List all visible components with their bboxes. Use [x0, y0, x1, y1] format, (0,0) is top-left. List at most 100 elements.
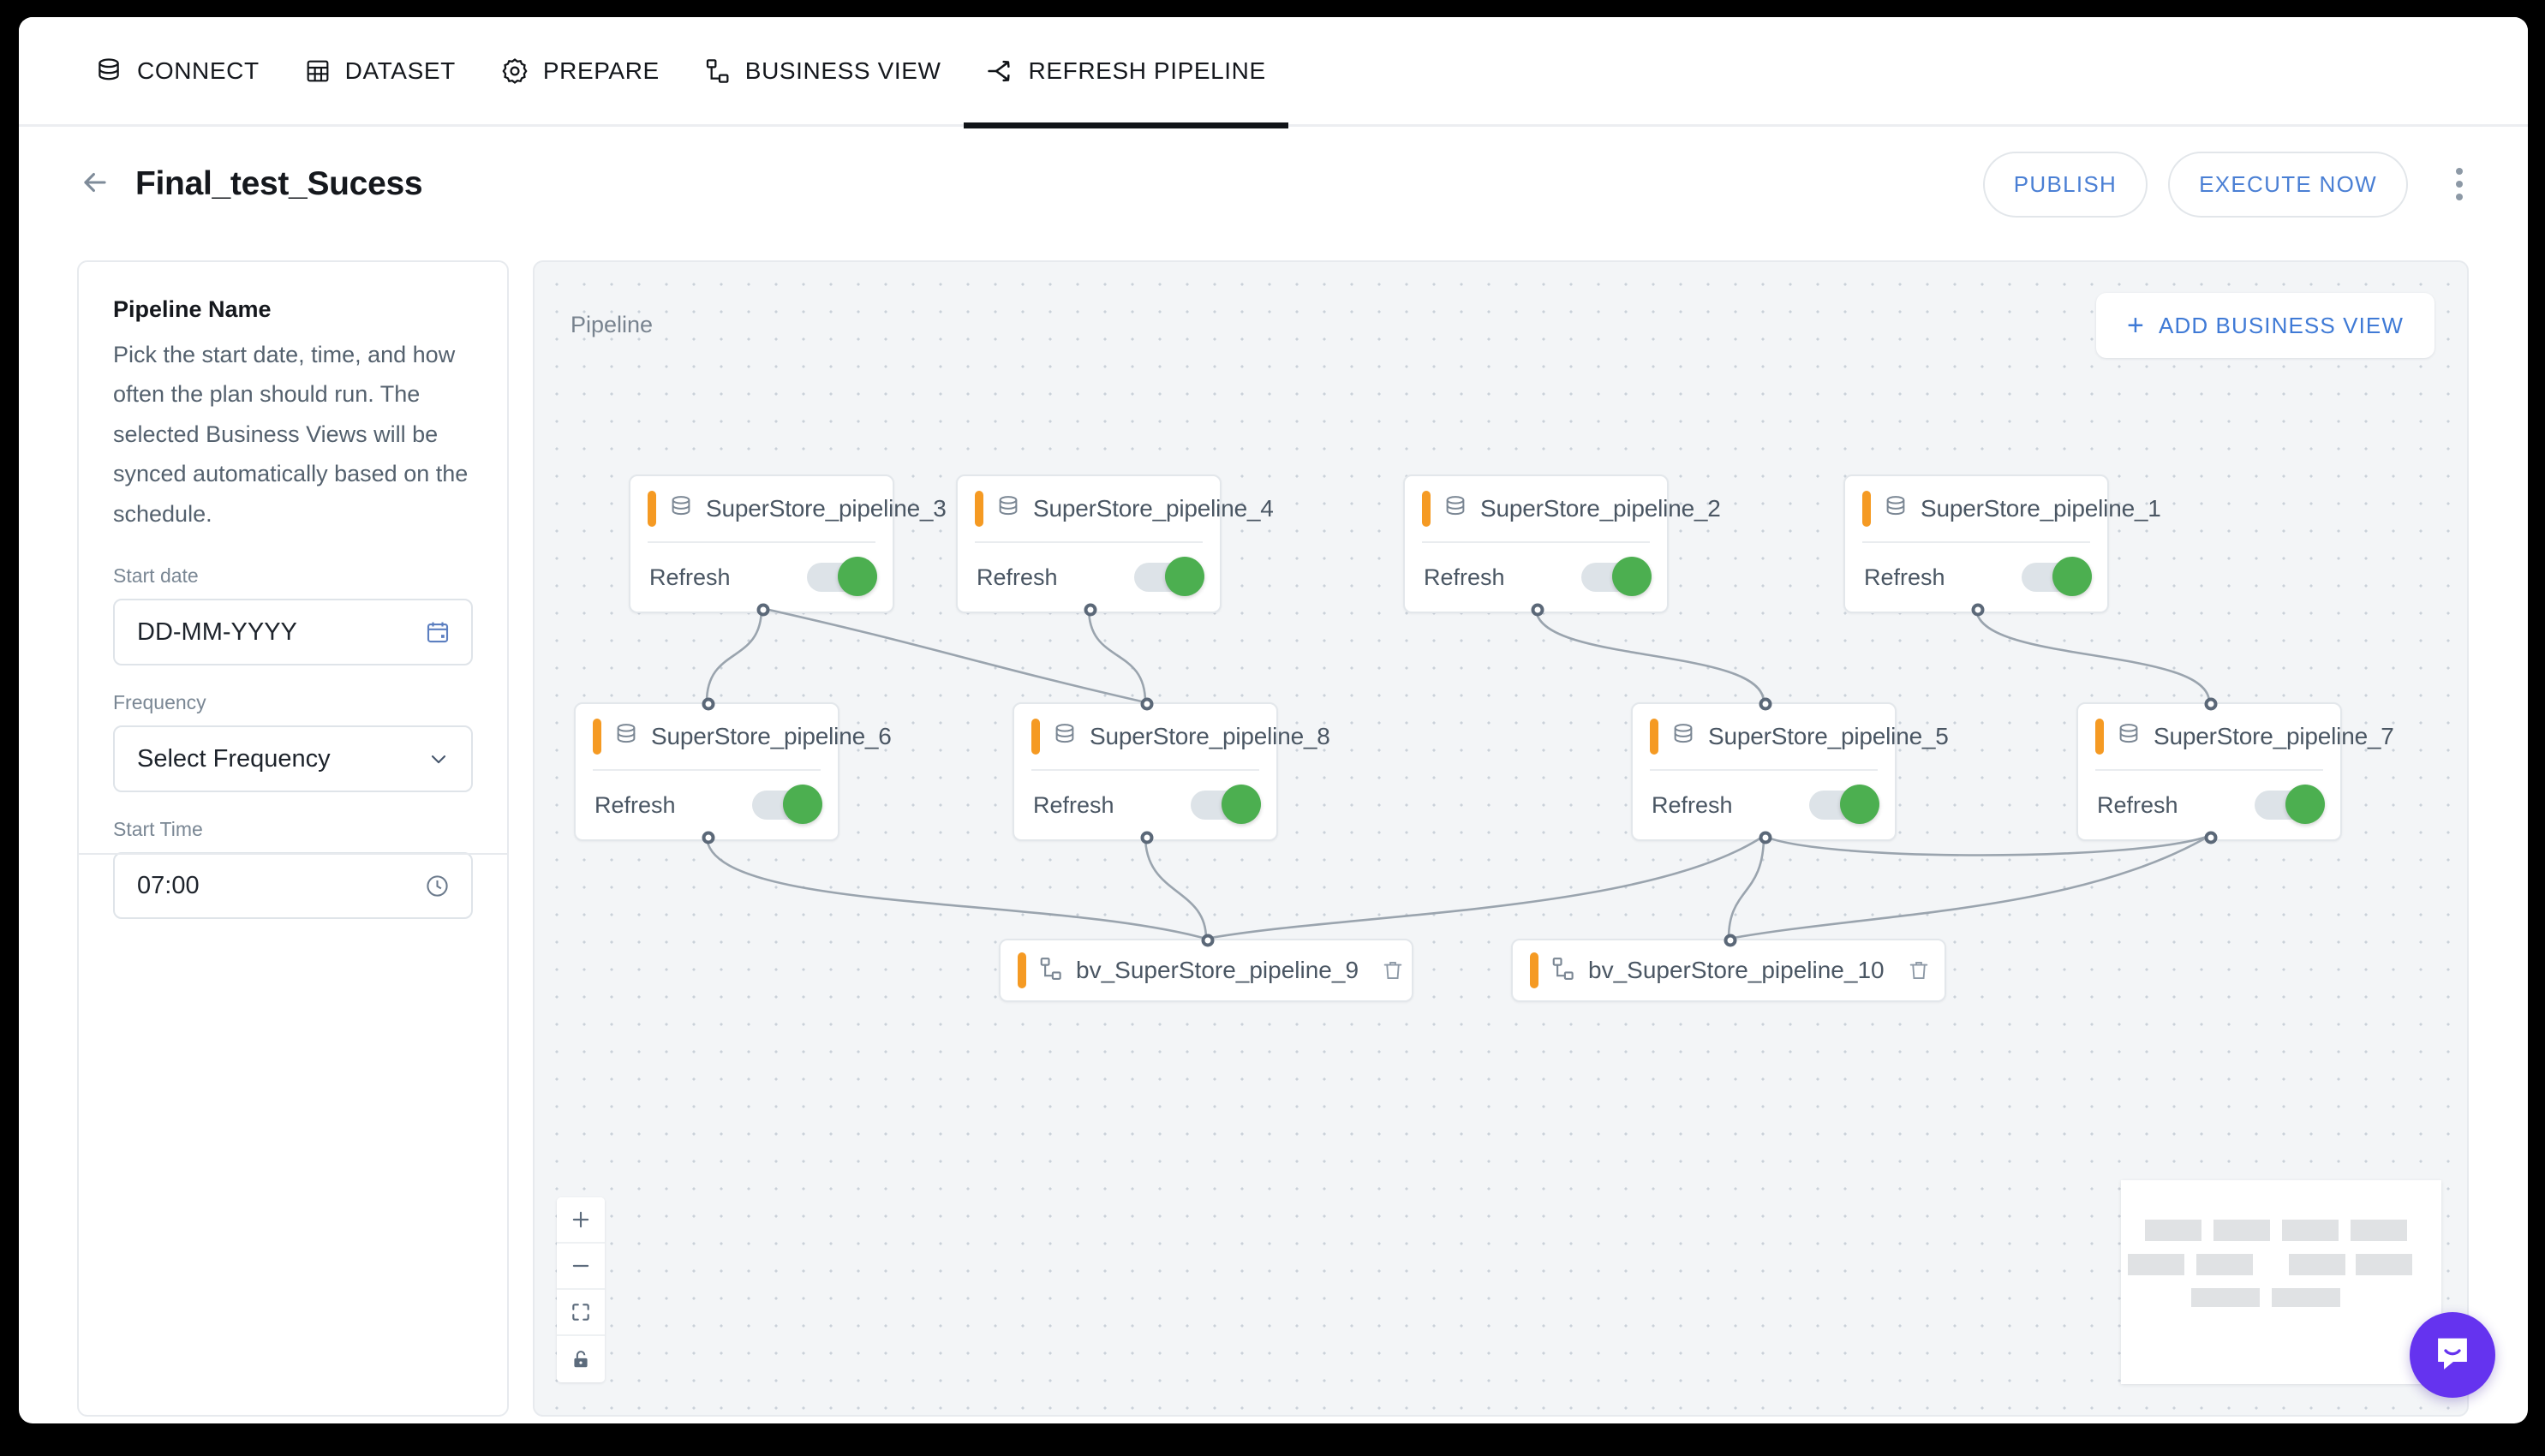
- node-divider: [1422, 541, 1650, 543]
- more-vertical-icon[interactable]: [2439, 158, 2480, 210]
- pipeline-node[interactable]: SuperStore_pipeline_2 Refresh: [1403, 474, 1721, 617]
- node-title: SuperStore_pipeline_2: [1480, 495, 1721, 522]
- refresh-label: Refresh: [649, 564, 731, 590]
- node-port-bottom[interactable]: [1971, 603, 1985, 617]
- refresh-toggle[interactable]: [752, 785, 822, 824]
- pipeline-node[interactable]: SuperStore_pipeline_7 Refresh: [2076, 697, 2394, 844]
- pipeline-node[interactable]: SuperStore_pipeline_6 Refresh: [574, 697, 892, 844]
- tab-prepare-label: PREPARE: [542, 57, 660, 84]
- node-divider: [593, 769, 821, 771]
- node-title: SuperStore_pipeline_1: [1921, 495, 2161, 522]
- schedule-panel: Pipeline Name Pick the start date, time,…: [77, 260, 509, 1417]
- calendar-icon[interactable]: [425, 619, 451, 645]
- status-bar: [2095, 719, 2104, 755]
- node-header: SuperStore_pipeline_1: [1845, 476, 2161, 541]
- pipeline-node[interactable]: SuperStore_pipeline_5 Refresh: [1631, 697, 1949, 844]
- tab-business-view[interactable]: BUSINESS VIEW: [682, 17, 964, 126]
- lock-button[interactable]: [557, 1336, 605, 1382]
- arrow-left-icon[interactable]: [79, 166, 111, 203]
- minimap-node: [2289, 1254, 2345, 1275]
- node-port-top[interactable]: [1724, 934, 1737, 947]
- trash-icon[interactable]: [1381, 958, 1405, 982]
- pipeline-node[interactable]: SuperStore_pipeline_1 Refresh: [1843, 474, 2161, 617]
- node-port-bottom[interactable]: [1084, 603, 1097, 617]
- pipeline-node[interactable]: SuperStore_pipeline_3 Refresh: [629, 474, 947, 617]
- node-port-top[interactable]: [2204, 697, 2218, 711]
- zoom-in-button[interactable]: [557, 1197, 605, 1244]
- refresh-toggle[interactable]: [2022, 557, 2092, 596]
- page-body: Pipeline Name Pick the start date, time,…: [19, 242, 2528, 1423]
- start-time-value: 07:00: [137, 871, 200, 899]
- intercom-chat-icon: [2430, 1331, 2475, 1380]
- node-port-top[interactable]: [1201, 934, 1215, 947]
- node-divider: [648, 541, 875, 543]
- node-port-bottom[interactable]: [1140, 831, 1154, 844]
- frequency-select[interactable]: Select Frequency: [113, 725, 473, 793]
- node-port-top[interactable]: [702, 697, 715, 711]
- node-port-bottom[interactable]: [702, 831, 715, 844]
- minimap-node: [2191, 1288, 2260, 1307]
- tab-prepare[interactable]: PREPARE: [478, 17, 682, 126]
- tab-dataset[interactable]: DATASET: [282, 17, 478, 126]
- toggle-knob: [1612, 557, 1652, 596]
- clock-icon[interactable]: [424, 873, 451, 899]
- toggle-knob: [2052, 557, 2092, 596]
- node-title: SuperStore_pipeline_4: [1033, 495, 1274, 522]
- status-bar: [1018, 952, 1026, 988]
- pipeline-node[interactable]: SuperStore_pipeline_8 Refresh: [1013, 697, 1330, 844]
- status-bar: [1031, 719, 1040, 755]
- start-date-input[interactable]: DD-MM-YYYY: [113, 599, 473, 666]
- refresh-toggle[interactable]: [2255, 785, 2325, 824]
- fit-view-button[interactable]: [557, 1290, 605, 1336]
- tab-dataset-label: DATASET: [344, 57, 456, 84]
- plus-icon: +: [2127, 309, 2146, 342]
- add-business-view-label: ADD BUSINESS VIEW: [2159, 312, 2404, 338]
- status-bar: [975, 491, 983, 527]
- trash-icon[interactable]: [1907, 958, 1931, 982]
- business-view-node[interactable]: bv_SuperStore_pipeline_9: [999, 934, 1413, 1002]
- refresh-toggle[interactable]: [1134, 557, 1204, 596]
- panel-description: Pick the start date, time, and how often…: [113, 342, 469, 527]
- status-bar: [1650, 719, 1658, 755]
- node-port-top[interactable]: [1140, 697, 1154, 711]
- database-icon: [2116, 722, 2142, 752]
- toggle-knob: [2285, 785, 2325, 824]
- toggle-knob: [838, 557, 877, 596]
- node-port-bottom[interactable]: [1759, 831, 1772, 844]
- node-header: SuperStore_pipeline_7: [2078, 704, 2394, 769]
- refresh-toggle[interactable]: [807, 557, 877, 596]
- node-footer: Refresh: [1405, 543, 1667, 612]
- pipeline-canvas[interactable]: Pipeline + ADD BUSINESS VIEW: [533, 260, 2469, 1417]
- node-port-top[interactable]: [1759, 697, 1772, 711]
- tab-refresh-pipeline[interactable]: REFRESH PIPELINE: [963, 17, 1289, 128]
- publish-button[interactable]: PUBLISH: [1982, 151, 2148, 218]
- canvas-label: Pipeline: [571, 312, 654, 337]
- node-header: SuperStore_pipeline_3: [630, 476, 947, 541]
- start-time-input[interactable]: 07:00: [113, 852, 473, 920]
- node-header: SuperStore_pipeline_6: [576, 704, 892, 769]
- status-bar: [1530, 952, 1538, 988]
- minimap-node: [2282, 1220, 2339, 1241]
- refresh-toggle[interactable]: [1809, 785, 1879, 824]
- node-header: SuperStore_pipeline_4: [958, 476, 1274, 541]
- execute-now-button[interactable]: EXECUTE NOW: [2168, 151, 2408, 218]
- database-icon: [613, 722, 639, 752]
- minimap[interactable]: [2121, 1180, 2441, 1384]
- business-view-node[interactable]: bv_SuperStore_pipeline_10: [1511, 934, 1946, 1002]
- intercom-chat-button[interactable]: [2410, 1312, 2495, 1398]
- refresh-pipeline-icon: [986, 57, 1015, 86]
- node-divider: [975, 541, 1203, 543]
- node-port-bottom[interactable]: [756, 603, 770, 617]
- database-icon: [1670, 722, 1696, 752]
- node-port-bottom[interactable]: [1531, 603, 1544, 617]
- refresh-toggle[interactable]: [1191, 785, 1261, 824]
- tab-connect[interactable]: CONNECT: [72, 17, 282, 126]
- zoom-out-button[interactable]: [557, 1244, 605, 1290]
- refresh-toggle[interactable]: [1581, 557, 1652, 596]
- pipeline-node[interactable]: SuperStore_pipeline_4 Refresh: [956, 474, 1274, 617]
- frequency-label: Frequency: [113, 691, 206, 714]
- toggle-knob: [1222, 785, 1261, 824]
- node-port-bottom[interactable]: [2204, 831, 2218, 844]
- add-business-view-button[interactable]: + ADD BUSINESS VIEW: [2096, 293, 2434, 358]
- chevron-down-icon[interactable]: [427, 747, 451, 771]
